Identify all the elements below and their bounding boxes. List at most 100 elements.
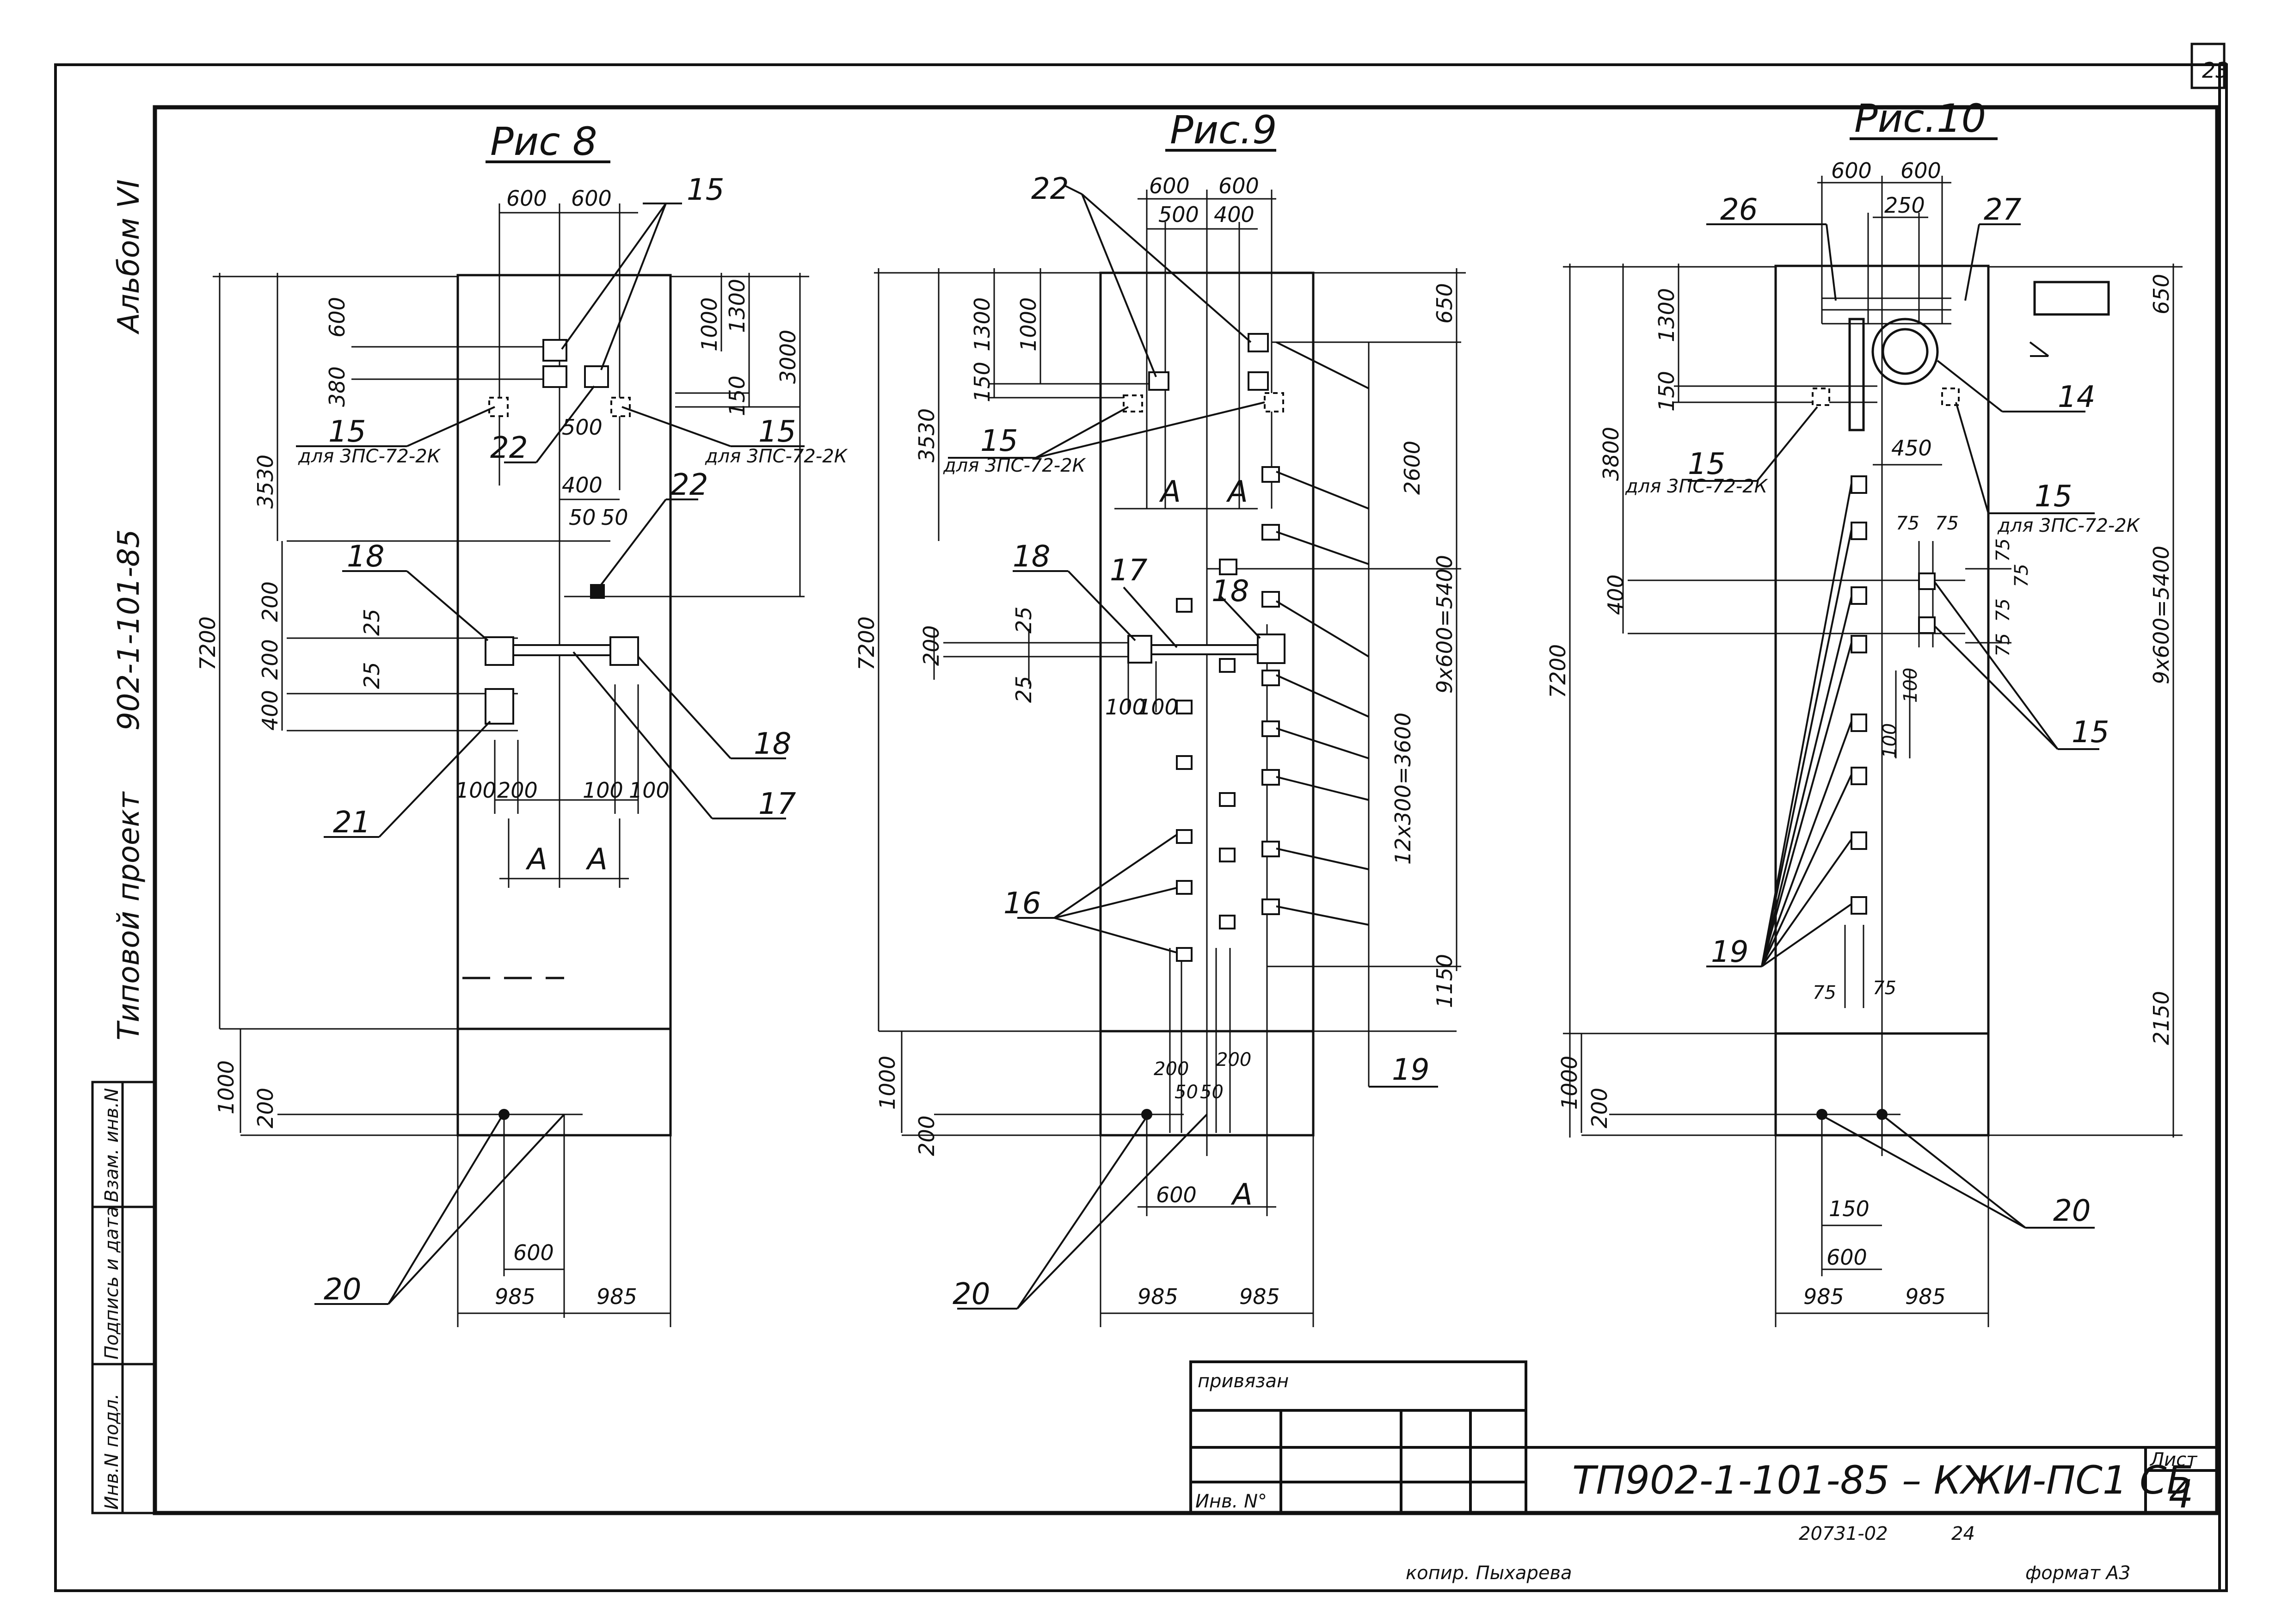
fig9-label: 17 [1110,554,1148,588]
fig8-label: 15 [758,415,796,449]
fig8-embedded-parts [485,339,639,1120]
fig10-dim: 250 [1884,193,1925,218]
fig8-label: 18 [754,727,791,761]
order-number: 20731-02 [1799,1523,1888,1544]
fig9-dim: 100 [1105,695,1146,720]
fig8-dim: 200 [258,639,283,680]
fig8-dim: А [525,843,547,877]
order-page: 24 [1951,1523,1975,1544]
fig9-dim: 985 [1138,1284,1178,1309]
fig8-dim: 500 [562,415,603,440]
fig8-dim: 600 [513,1240,554,1265]
sheet-label: Лист [2149,1449,2198,1470]
fig10-dimension-lines [1563,176,2183,1327]
fig10-dim: 600 [1827,1245,1867,1270]
fig8-label: 22 [490,431,528,465]
fig8-label: 22 [670,468,708,502]
fig8-dim: 400 [258,690,283,731]
privyazan-label: привязан [1198,1371,1289,1392]
fig8-dim: 1300 [725,279,750,333]
fig10-dim: 450 [1891,436,1932,461]
fig10-dim: 9х600=5400 [2149,546,2174,684]
fig8-dim: 3530 [253,455,278,509]
fig10-dim: 2150 [2149,991,2174,1045]
fig10-dim: 75 [1993,538,2014,562]
project-code: 902-1-101-85 [112,529,146,731]
fig10-dim: 200 [1587,1088,1612,1128]
fig9-dim: 2600 [1400,441,1425,495]
fig8-note: для 3ПС-72-2К [298,446,441,467]
fig10-dim: 600 [1831,158,1872,183]
fig9-dim: 1300 [970,297,995,351]
fig8-label: 20 [324,1273,361,1307]
fig9-dim: 200 [1154,1058,1189,1080]
fig8-dim: 3000 [775,330,800,384]
fig10-dim: 75 [2011,564,2032,587]
fig8-dim: 600 [325,297,350,338]
stamp-inventory: Инв.N подл. [101,1393,123,1510]
figure-10: Рис.10 [1545,96,2183,1327]
fig8-dim: 400 [562,473,603,498]
fig9-title: Рис.9 [1170,107,1277,153]
fig9-label: 18 [1212,574,1249,609]
sheet-frame [54,43,2228,1592]
stamp-signature: Подпись и дата [101,1206,123,1359]
fig9-label: 22 [1031,172,1069,206]
fig9-dim: 985 [1239,1284,1280,1309]
fig9-label: 20 [953,1277,990,1311]
fig9-dim: 150 [970,362,995,402]
fig8-dim: 150 [725,375,750,416]
fig8-dim: 985 [597,1284,637,1309]
fig10-label: 15 [2035,480,2072,514]
project-label: Типовой проект [112,791,146,1040]
fig8-dim: 50 [601,505,628,530]
fig9-dim: 1000 [875,1056,900,1110]
fig10-dim: 400 [1603,574,1628,615]
fig8-dim: А [585,843,608,877]
fig10-dim: 985 [1905,1284,1946,1309]
fig8-dim: 7200 [195,616,220,671]
fig8-label: 18 [347,540,384,574]
fig9-note: для 3ПС-72-2К [943,455,1086,476]
fig8-dim: 1000 [214,1060,239,1114]
fig10-dim: 100 [1879,723,1900,758]
fig8-dim: 200 [497,778,538,803]
fig10-dim: 600 [1900,158,1941,183]
fig8-dim: 600 [506,186,547,211]
copier-label: копир. Пыхарева [1406,1562,1572,1584]
figure-8: Рис 8 [195,119,848,1327]
fig10-dim: 75 [1873,978,1896,999]
fig10-dim: 75 [1935,513,1959,534]
fig9-dim: 500 [1158,202,1199,227]
fig8-dim: 600 [571,186,612,211]
fig10-note: для 3ПС-72-2К [1625,476,1768,497]
fig10-dim: 650 [2149,274,2174,314]
fig8-dim: 200 [253,1088,278,1128]
fig8-dim: 100 [455,778,496,803]
fig9-dim: 200 [1216,1049,1251,1070]
fig10-label: 27 [1984,193,2022,227]
fig9-dim: 100 [1138,695,1178,720]
fig9-label: 16 [1003,886,1041,921]
fig8-dim: 200 [258,581,283,622]
fig9-dim: 12х300=3600 [1390,713,1415,865]
fig9-leader-lines [948,184,1438,1310]
fig9-dim: 50 [1175,1082,1198,1103]
fig10-label: 20 [2053,1194,2091,1228]
fig10-dim: 75 [1896,513,1919,534]
fig10-dim: 150 [1654,371,1679,412]
fig8-title: Рис 8 [490,119,597,164]
fig10-dim: 3800 [1599,427,1624,481]
fig9-dim: 600 [1218,173,1259,198]
fig8-note: для 3ПС-72-2К [705,446,848,467]
fig9-dim: 600 [1156,1182,1197,1207]
fig9-label: 15 [980,424,1018,458]
fig9-dim: 1000 [1016,297,1041,351]
fig9-dim: 200 [919,625,944,666]
fig8-label: 17 [758,787,796,821]
fig8-dimension-lines [213,203,809,1327]
fig10-dim: 1000 [1557,1056,1582,1110]
fig8-dim: 1000 [697,297,722,351]
fig10-label: 26 [1720,193,1758,227]
